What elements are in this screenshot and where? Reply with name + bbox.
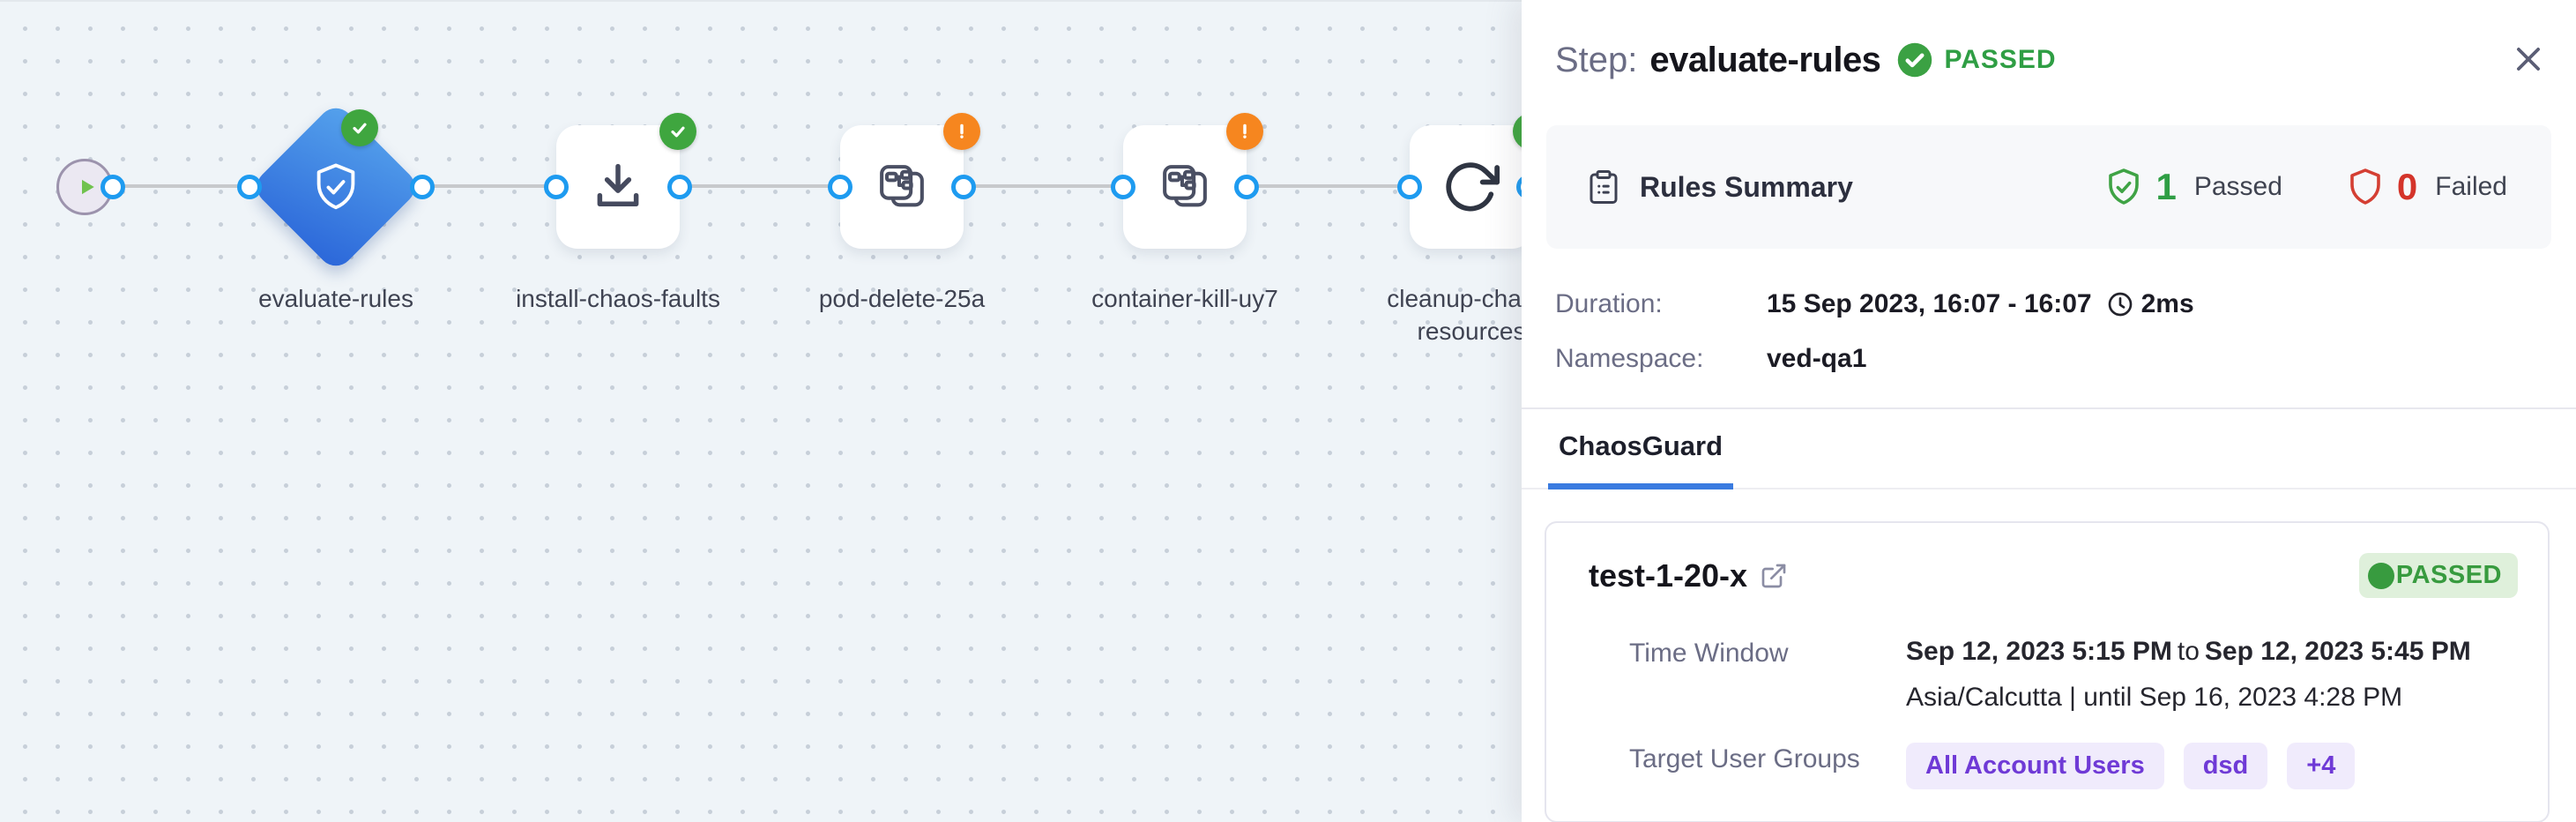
- close-panel-button[interactable]: [2507, 39, 2550, 81]
- duration-range: 15 Sep 2023, 16:07 - 16:07: [1767, 289, 2092, 318]
- shield-check-icon: [316, 163, 355, 210]
- namespace-value: ved-qa1: [1767, 344, 1867, 373]
- refresh-icon: [1446, 162, 1500, 212]
- duration-elapsed: 2ms: [2140, 289, 2194, 318]
- step-name: evaluate-rules: [1649, 40, 1881, 79]
- user-group-chip-more[interactable]: +4: [2287, 743, 2356, 789]
- target-user-groups-chips: All Account Users dsd +4: [1906, 743, 2356, 789]
- time-join: to: [2177, 637, 2200, 666]
- chaos-fault-icon: [1163, 165, 1207, 207]
- passed-stat: 1 Passed: [2103, 166, 2282, 208]
- chaos-fault-icon: [880, 165, 924, 207]
- duration-label: Duration:: [1555, 289, 1663, 318]
- status-dot-icon: [2367, 562, 2394, 589]
- time-end: Sep 12, 2023 5:45 PM: [2204, 637, 2471, 666]
- port: [544, 175, 569, 199]
- status-badge-warning-icon: [1226, 113, 1263, 150]
- port: [410, 175, 435, 199]
- play-icon: [82, 179, 94, 195]
- target-user-groups-label: Target User Groups: [1629, 744, 1860, 773]
- user-group-chip: dsd: [2183, 743, 2268, 789]
- rules-summary-label: Rules Summary: [1640, 170, 1853, 203]
- user-group-chip: All Account Users: [1906, 743, 2164, 789]
- tab-chaosguard[interactable]: ChaosGuard: [1548, 430, 1734, 489]
- failed-count: 0: [2396, 166, 2418, 207]
- node-install-chaos-faults[interactable]: [556, 125, 680, 249]
- shield-failed-icon: [2350, 168, 2380, 205]
- rules-summary-card: Rules Summary 1 Passed 0 Failed: [1546, 125, 2551, 249]
- namespace-label: Namespace:: [1555, 344, 1704, 373]
- node-evaluate-rules[interactable]: [249, 101, 422, 273]
- node-container-kill-uy7[interactable]: [1123, 125, 1247, 249]
- node-label: evaluate-rules: [258, 285, 413, 312]
- panel-tabbar: ChaosGuard: [1522, 407, 2576, 489]
- guard-status-badge: PASSED: [2358, 553, 2518, 598]
- port: [1234, 175, 1259, 199]
- timezone-note: Asia/Calcutta | until Sep 16, 2023 4:28 …: [1906, 683, 2403, 712]
- port: [237, 175, 262, 199]
- port: [101, 175, 125, 199]
- port: [951, 175, 976, 199]
- chaosguard-card-header: test-1-20-x PASSED: [1589, 553, 2530, 598]
- node-label: container-kill-uy7: [1091, 285, 1278, 312]
- port: [667, 175, 692, 199]
- node-cleanup-chaos-resources[interactable]: [1410, 125, 1533, 249]
- node-label: install-chaos-faults: [516, 285, 720, 312]
- step-label: Step:: [1555, 40, 1638, 79]
- status-badge-passed-icon: [341, 109, 378, 146]
- namespace-row: Namespace: ved-qa1: [1555, 344, 2542, 374]
- shield-passed-icon: [2109, 168, 2140, 205]
- clipboard-icon: [1590, 170, 1618, 204]
- guard-name: test-1-20-x: [1589, 557, 1748, 594]
- node-pod-delete-25a[interactable]: [840, 125, 964, 249]
- port: [1111, 175, 1135, 199]
- passed-label: Passed: [2193, 172, 2282, 201]
- duration-row: Duration: 15 Sep 2023, 16:07 - 16:07 2ms: [1555, 289, 2542, 319]
- target-user-groups-row: Target User Groups All Account Users dsd…: [1629, 743, 2530, 789]
- passed-count: 1: [2155, 166, 2177, 207]
- check-circle-icon: [1898, 42, 1932, 78]
- clock-icon: [2108, 292, 2132, 317]
- port: [828, 175, 852, 199]
- rules-stats: 1 Passed 0 Failed: [2103, 166, 2507, 208]
- download-icon: [597, 163, 639, 206]
- close-icon: [2517, 47, 2540, 71]
- step-details-panel: Step: evaluate-rules PASSED Rules Summar…: [1522, 0, 2576, 822]
- rules-summary-title: Rules Summary: [1585, 168, 1853, 206]
- external-link-icon[interactable]: [1760, 562, 1788, 590]
- chaosguard-card: test-1-20-x PASSED Time Window Sep 12, 2…: [1545, 521, 2550, 822]
- time-window-label: Time Window: [1629, 639, 1789, 668]
- port: [1397, 175, 1422, 199]
- status-badge-warning-icon: [943, 113, 980, 150]
- node-label: pod-delete-25a: [818, 285, 986, 312]
- guard-status-text: PASSED: [2395, 561, 2502, 589]
- duration-value: 15 Sep 2023, 16:07 - 16:07 2ms: [1767, 289, 2194, 319]
- step-detail-rows: Duration: 15 Sep 2023, 16:07 - 16:07 2ms…: [1555, 289, 2542, 374]
- node-label: cleanup-chaos-resources: [1387, 285, 1556, 345]
- status-badge-passed-icon: [659, 113, 696, 150]
- failed-label: Failed: [2435, 172, 2507, 201]
- time-start: Sep 12, 2023 5:15 PM: [1906, 637, 2172, 666]
- panel-header: Step: evaluate-rules PASSED: [1522, 0, 2576, 81]
- failed-stat: 0 Failed: [2344, 166, 2507, 208]
- step-status-text: PASSED: [1944, 45, 2057, 74]
- workflow-edge: [104, 184, 1537, 188]
